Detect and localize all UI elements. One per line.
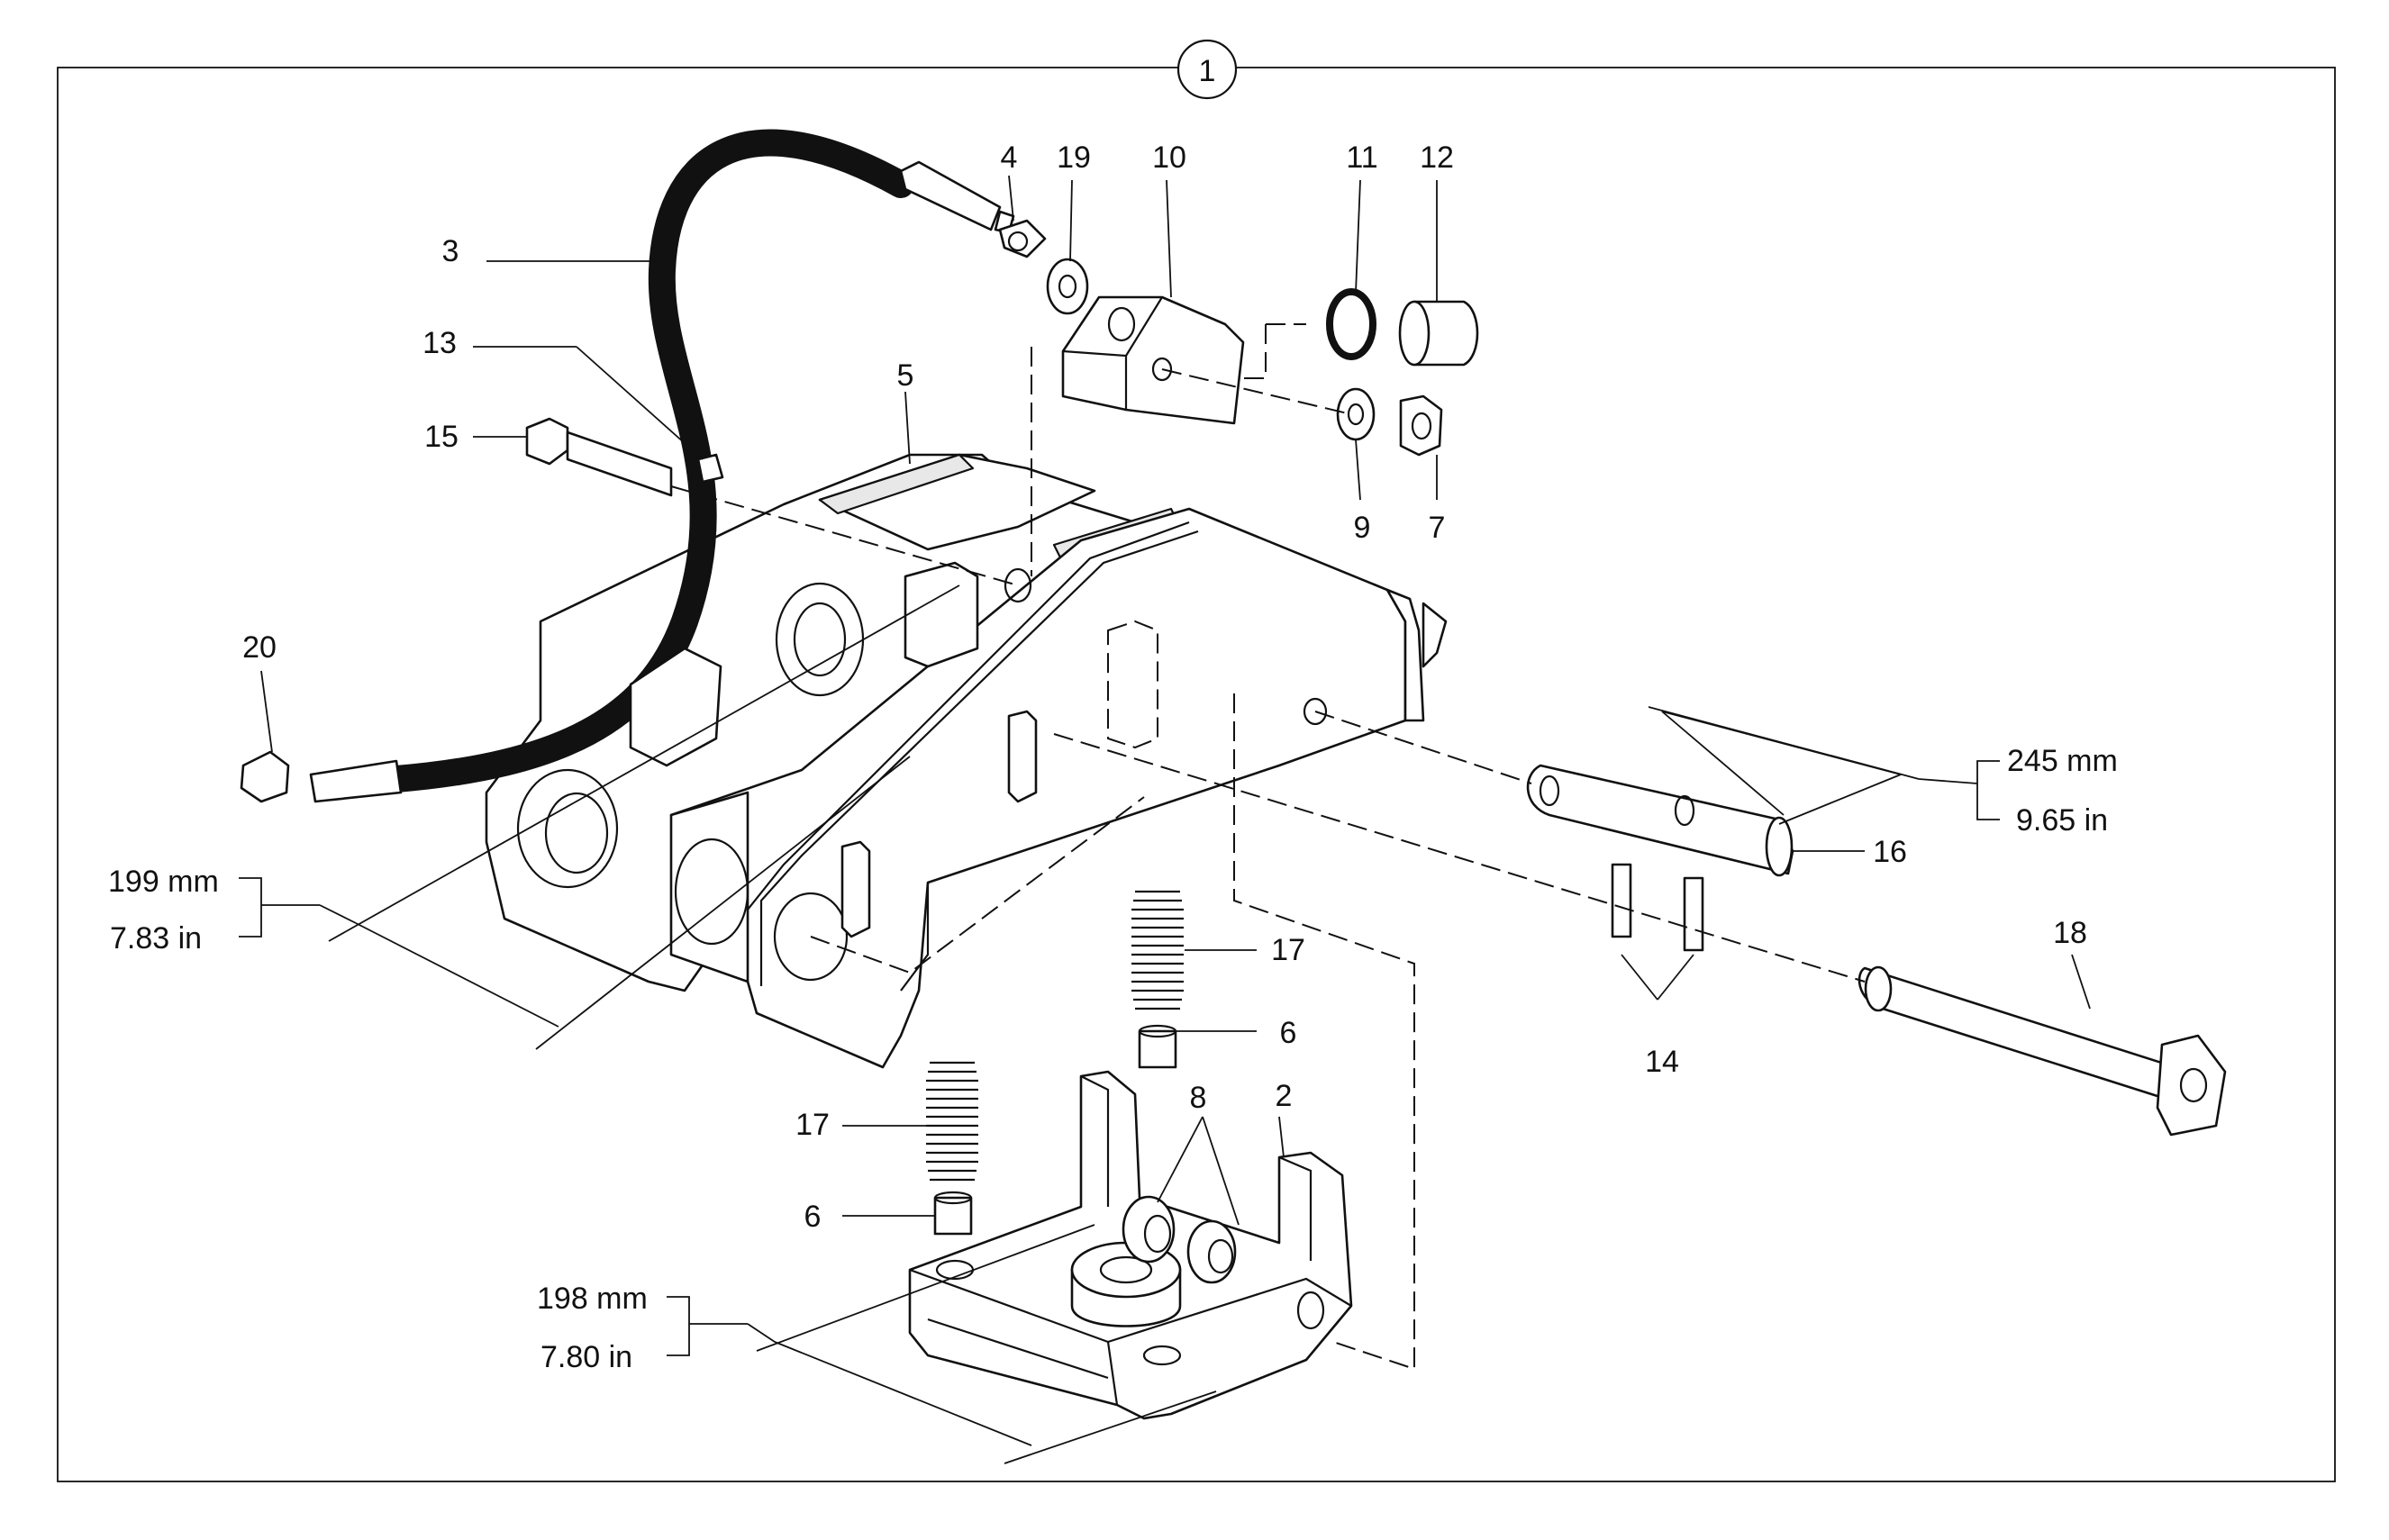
label-part-6-lower: 6 (804, 1200, 822, 1234)
dimension-body-width (239, 584, 960, 1050)
dim-body-width-in: 7.83 in (110, 921, 202, 956)
nut-7 (1399, 394, 1443, 457)
dim-pin-length-mm: 245 mm (2007, 744, 2118, 778)
washer-19 (1046, 258, 1089, 315)
dimension-base-width (667, 1224, 1217, 1464)
label-part-19: 19 (1057, 140, 1091, 175)
label-part-17-lower: 17 (795, 1108, 830, 1142)
spring-17-lower (926, 1061, 978, 1182)
base-plate (908, 1070, 1353, 1420)
washer-9 (1336, 387, 1376, 441)
label-part-10: 10 (1152, 140, 1186, 175)
label-part-12: 12 (1420, 140, 1454, 175)
label-part-17-upper: 17 (1271, 933, 1305, 967)
label-part-3: 3 (442, 234, 459, 268)
dimension-pin-length (1648, 706, 2000, 825)
label-part-4: 4 (1001, 140, 1018, 175)
label-part-9: 9 (1354, 511, 1371, 545)
bushing-12 (1398, 300, 1479, 367)
bracket-10 (1061, 295, 1245, 425)
plug-13 (696, 453, 724, 484)
leader-lines (260, 175, 2091, 1226)
label-part-8: 8 (1190, 1081, 1207, 1115)
label-part-6-upper: 6 (1280, 1016, 1297, 1050)
sleeve-6-lower (933, 1191, 973, 1236)
label-part-15: 15 (424, 420, 459, 454)
dim-base-width-in: 7.80 in (540, 1340, 632, 1374)
fitting-20 (240, 750, 290, 803)
pin-18 (1858, 965, 2227, 1137)
pin-16 (1526, 764, 1794, 877)
callout-circle (1176, 39, 1238, 100)
hose-assembly (309, 129, 1015, 803)
main-body (485, 453, 1448, 1069)
assembly-lines (670, 323, 1866, 1371)
label-part-14: 14 (1645, 1045, 1679, 1079)
label-part-13: 13 (422, 326, 457, 360)
label-part-16: 16 (1873, 835, 1907, 869)
dim-base-width-mm: 198 mm (537, 1282, 648, 1316)
o-ring-11 (1326, 288, 1376, 360)
label-part-18: 18 (2053, 916, 2087, 950)
label-part-7: 7 (1429, 511, 1446, 545)
label-part-5: 5 (897, 358, 914, 393)
dim-pin-length-in: 9.65 in (2016, 803, 2108, 838)
roll-pins-14 (1611, 863, 1704, 952)
fitting-4 (998, 219, 1047, 258)
sleeve-6-upper (1138, 1024, 1177, 1069)
label-part-20: 20 (242, 630, 277, 665)
dim-body-width-mm: 199 mm (108, 865, 219, 899)
label-part-2: 2 (1276, 1079, 1293, 1113)
bolt-15 (525, 417, 673, 497)
spring-17-upper (1131, 890, 1184, 1010)
label-part-11: 11 (1346, 140, 1377, 175)
callout-number: 1 (1199, 54, 1216, 88)
